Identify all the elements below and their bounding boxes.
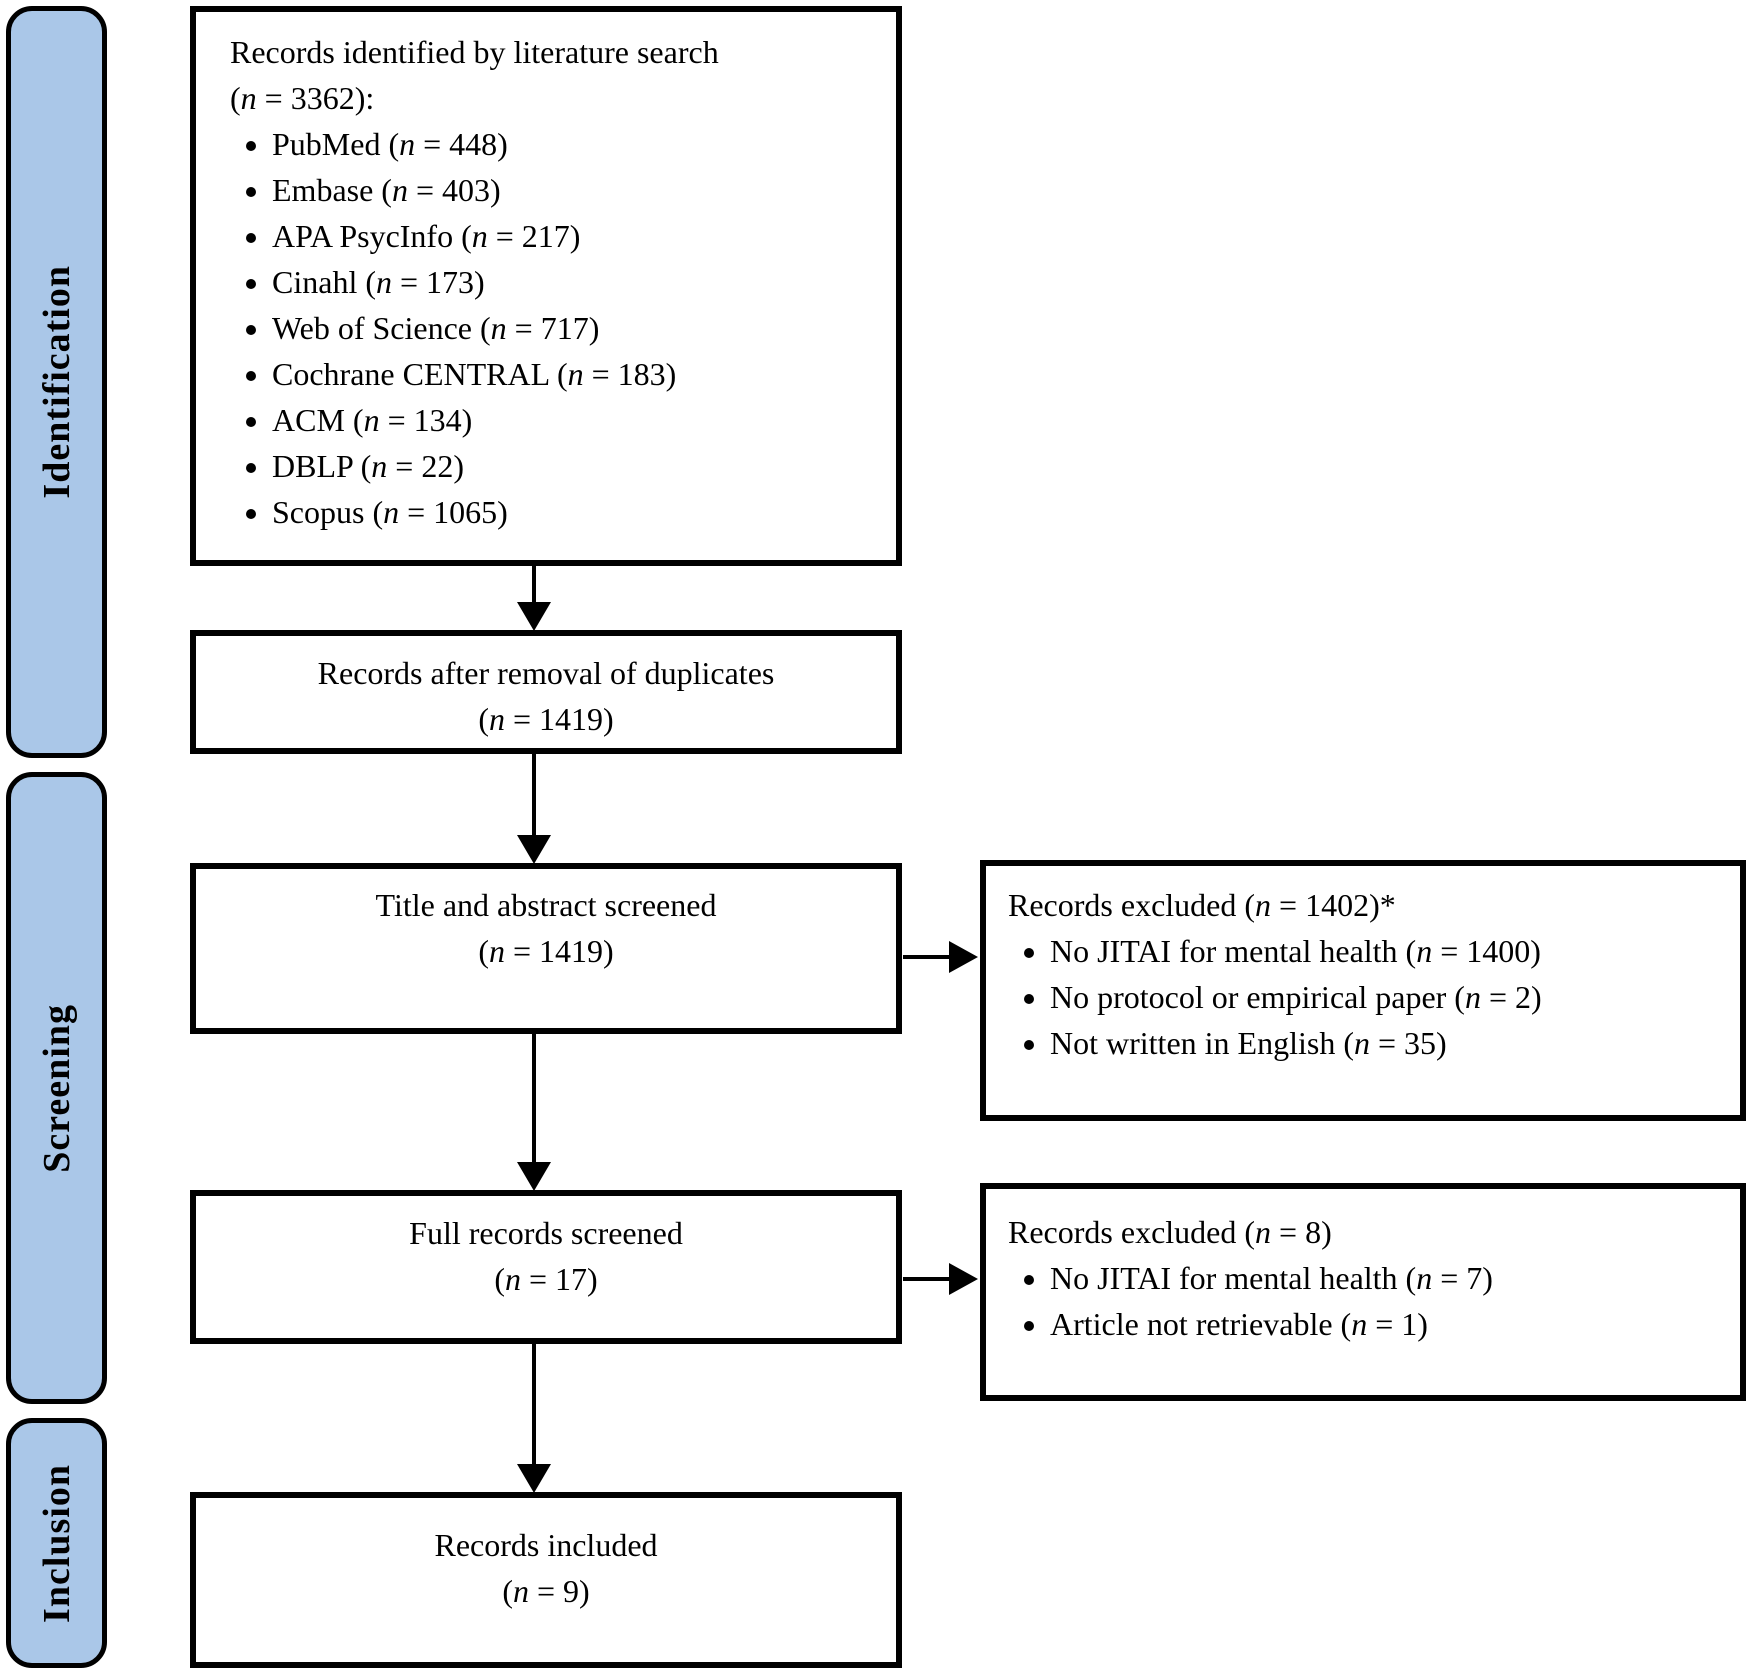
arrow-line-full-to-included xyxy=(532,1344,536,1465)
source-item: Scopus (n = 1065) xyxy=(272,489,878,535)
source-item: APA PsycInfo (n = 217) xyxy=(272,213,878,259)
full-records-title: Full records screened xyxy=(409,1215,683,1251)
excluded2-header: Records excluded (n = 8) xyxy=(1008,1214,1332,1250)
stage-band-inclusion: Inclusion xyxy=(6,1418,107,1668)
stage-label-identification: Identification xyxy=(35,265,78,499)
records-identified-source-list: PubMed (n = 448) Embase (n = 403) APA Ps… xyxy=(230,121,878,535)
included-count: (n = 9) xyxy=(502,1573,590,1609)
stage-label-screening: Screening xyxy=(35,1003,78,1173)
full-records-count: (n = 17) xyxy=(494,1261,598,1297)
source-item: Cochrane CENTRAL (n = 183) xyxy=(272,351,878,397)
arrowhead-dedup-to-screening xyxy=(517,835,551,864)
records-identified-count: (n = 3362): xyxy=(230,80,375,116)
source-item: ACM (n = 134) xyxy=(272,397,878,443)
arrowhead-full-to-excluded2 xyxy=(949,1263,978,1295)
arrowhead-screening-to-full xyxy=(517,1162,551,1191)
dedup-count: (n = 1419) xyxy=(478,701,614,737)
arrow-line-dedup-to-screening xyxy=(532,754,536,836)
arrowhead-full-to-included xyxy=(517,1464,551,1493)
box-full-records-screened: Full records screened (n = 17) xyxy=(190,1190,902,1344)
records-identified-title: Records identified by literature search xyxy=(230,34,719,70)
stage-band-screening: Screening xyxy=(6,772,107,1404)
source-item: Cinahl (n = 173) xyxy=(272,259,878,305)
excluded2-reason-list: No JITAI for mental health (n = 7) Artic… xyxy=(1008,1255,1724,1347)
stage-label-inclusion: Inclusion xyxy=(35,1463,78,1623)
arrow-line-full-to-excluded2 xyxy=(903,1277,953,1281)
source-item: PubMed (n = 448) xyxy=(272,121,878,167)
box-records-deduplicated: Records after removal of duplicates (n =… xyxy=(190,630,902,754)
stage-band-identification: Identification xyxy=(6,6,107,758)
excluded1-header: Records excluded (n = 1402)* xyxy=(1008,887,1396,923)
exclusion-reason: No JITAI for mental health (n = 7) xyxy=(1050,1255,1724,1301)
box-records-excluded-screening: Records excluded (n = 1402)* No JITAI fo… xyxy=(980,860,1746,1121)
source-item: DBLP (n = 22) xyxy=(272,443,878,489)
source-item: Embase (n = 403) xyxy=(272,167,878,213)
title-abstract-count: (n = 1419) xyxy=(478,933,614,969)
box-records-included: Records included (n = 9) xyxy=(190,1492,902,1668)
included-title: Records included xyxy=(434,1527,658,1563)
excluded1-reason-list: No JITAI for mental health (n = 1400) No… xyxy=(1008,928,1724,1066)
exclusion-reason: No protocol or empirical paper (n = 2) xyxy=(1050,974,1724,1020)
box-records-identified: Records identified by literature search … xyxy=(190,6,902,566)
arrow-line-screening-to-full xyxy=(532,1034,536,1164)
arrowhead-screening-to-excluded1 xyxy=(949,941,978,973)
exclusion-reason: Article not retrievable (n = 1) xyxy=(1050,1301,1724,1347)
arrow-line-identified-to-dedup xyxy=(532,566,536,606)
source-item: Web of Science (n = 717) xyxy=(272,305,878,351)
exclusion-reason: Not written in English (n = 35) xyxy=(1050,1020,1724,1066)
arrow-line-screening-to-excluded1 xyxy=(903,955,953,959)
box-records-excluded-full: Records excluded (n = 8) No JITAI for me… xyxy=(980,1183,1746,1401)
exclusion-reason: No JITAI for mental health (n = 1400) xyxy=(1050,928,1724,974)
box-title-abstract-screened: Title and abstract screened (n = 1419) xyxy=(190,863,902,1034)
title-abstract-title: Title and abstract screened xyxy=(375,887,717,923)
dedup-title: Records after removal of duplicates xyxy=(317,655,775,691)
arrowhead-identified-to-dedup xyxy=(517,602,551,631)
